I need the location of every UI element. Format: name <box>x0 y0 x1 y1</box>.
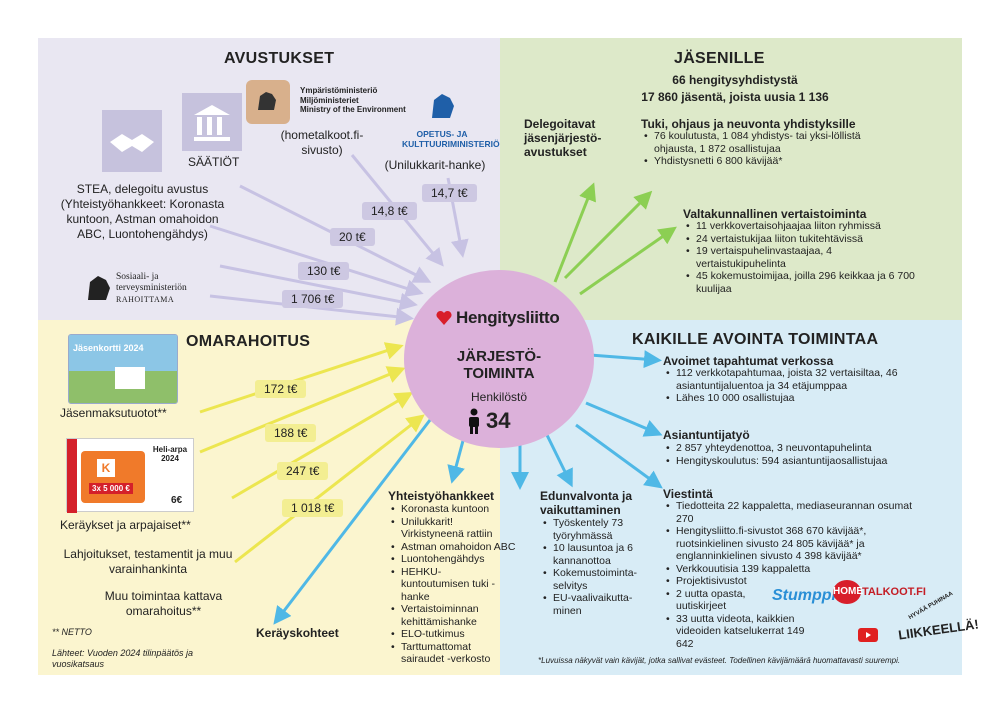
omarahoitus-title: OMARAHOITUS <box>186 333 311 350</box>
hengitysliitto-brand: Hengitysliitto <box>456 308 560 327</box>
list-item: 112 verkkotapahtumaa, joista 32 vertaisi… <box>665 367 925 392</box>
viestinta-title: Viestintä <box>663 487 713 501</box>
list-item: Lähes 10 000 osallistujaa <box>665 392 925 405</box>
hometalkoot-label: (hometalkoot.fi-sivusto) <box>280 128 364 157</box>
okm-logo-text: OPETUS- JA KULTTUURIMINISTERIÖ <box>402 129 500 149</box>
avustukset-title: AVUSTUKSET <box>224 50 335 67</box>
list-item: Koronasta kuntoon <box>390 503 532 516</box>
list-item: Yhdistysnetti 6 800 kävijää* <box>643 155 873 168</box>
kaikille-title: KAIKILLE AVOINTA TOIMINTAA <box>632 331 879 348</box>
amount-keraykset: 188 t€ <box>265 424 317 442</box>
delegoitavat-label: Delegoitavat jäsenjärjestö-avustukset <box>524 117 602 159</box>
list-item: 2 857 yhteydenottoa, 3 neuvontapuhelinta <box>665 442 945 455</box>
list-item: Työskentely 73 työryhmässä <box>542 517 642 542</box>
unilukkarit-label: (Unilukkarit-hanke) <box>384 158 486 172</box>
list-item: Tiedotteita 22 kappaletta, mediaseuranna… <box>665 500 925 525</box>
home-logo: HOME <box>833 580 863 604</box>
viestinta-list: Tiedotteita 22 kappaletta, mediaseuranna… <box>665 500 925 650</box>
list-item: 11 verkkovertaisohjaajaa liiton ryhmissä <box>685 220 915 233</box>
saatiot-label: SÄÄTIÖT <box>188 155 240 169</box>
list-item: EU-vaalivaikutta-minen <box>542 592 642 617</box>
sources-note: Lähteet: Vuoden 2024 tilinpäätös ja vuos… <box>52 648 193 669</box>
handshake-icon <box>102 110 162 172</box>
green-arrows <box>553 182 677 296</box>
lion-crest-icon <box>246 80 290 124</box>
stm-logo-text: Sosiaali- ja terveysministeriön RAHOITTA… <box>116 272 187 304</box>
visitors-footnote: *Luvuissa näkyvät vain kävijät, jotka sa… <box>538 656 901 665</box>
stumppi-logo: Stumppi <box>772 587 836 604</box>
amount-stm: 1 706 t€ <box>282 290 344 308</box>
heart-logo-icon <box>436 310 452 326</box>
list-item: ELO-tutkimus <box>390 628 532 641</box>
list-item: HEHKU-kuntoutumisen tuki -hanke <box>390 566 502 604</box>
netto-note: ** NETTO <box>52 627 92 637</box>
amount-okm: 14,7 t€ <box>422 184 477 202</box>
yhteistyo-title: Yhteistyöhankkeet <box>388 489 495 503</box>
asiantuntija-title: Asiantuntijatyö <box>663 428 750 442</box>
list-item: Verkkouutisia 139 kappaletta <box>665 563 925 576</box>
henkilosto-label: Henkilöstö <box>470 390 528 404</box>
lottery-ticket-image: K 3x 5 000 € Heli-arpa 2024 6€ <box>66 438 194 513</box>
amount-jasenmaksut: 172 t€ <box>255 380 307 398</box>
foundation-building-icon <box>182 93 242 151</box>
lahjoitukset-label: Lahjoitukset, testamentit ja muu varainh… <box>63 547 233 576</box>
tuki-list: 76 koulutusta, 1 084 yhdistys- tai yksi-… <box>643 130 873 168</box>
list-item: Luontohengähdys <box>390 553 532 566</box>
list-item: Kokemustoiminta-selvitys <box>542 567 642 592</box>
stea-label: STEA, delegoitu avustus (Yhteistyöhankke… <box>60 182 225 241</box>
amount-lahjoitukset: 247 t€ <box>277 462 329 480</box>
list-item: Vertaistoiminnan kehittämishanke <box>390 603 495 628</box>
amount-muu: 1 018 t€ <box>282 499 344 517</box>
jasenmaksutuotot-label: Jäsenmaksutuotot** <box>60 406 167 420</box>
asiantuntija-list: 2 857 yhteydenottoa, 3 neuvontapuhelinta… <box>665 442 945 467</box>
okm-lion-icon <box>428 90 458 124</box>
muu-omarahoitus-label: Muu toimintaa kattava omarahoitus** <box>104 589 223 618</box>
list-item: Tarttumattomat sairaudet -verkosto <box>390 641 508 666</box>
list-item: 10 lausuntoa ja 6 kannanottoa <box>542 542 642 567</box>
avoimet-list: 112 verkkotapahtumaa, joista 32 vertaisi… <box>665 367 925 405</box>
ym-logo-text: Ympäristöministeriö Miljöministeriet Min… <box>300 86 406 114</box>
yhteistyo-list: Koronasta kuntoon Unilukkarit! Virkistyn… <box>390 503 532 666</box>
staff-count: 34 <box>486 408 511 433</box>
list-item: Astman omahoidon ABC <box>390 541 532 554</box>
kerayskohteet-label: Keräyskohteet <box>256 626 339 640</box>
membership-card-image: Jäsenkortti 2024 <box>68 334 178 404</box>
vertais-title: Valtakunnallinen vertaistoiminta <box>683 207 867 221</box>
amount-saatiot: 20 t€ <box>330 228 375 246</box>
amount-stea-delegoitu: 130 t€ <box>298 262 350 280</box>
list-item: 24 vertaistukijaa liiton tukitehtävissä <box>685 233 915 246</box>
list-item: 33 uutta videota, kaikkien videoiden kat… <box>665 613 815 651</box>
list-item: 45 kokemustoimijaa, joilla 296 keikkaa j… <box>685 270 915 295</box>
stm-lion-icon <box>84 272 114 306</box>
list-item: Projektisivustot <box>665 575 925 588</box>
person-icon <box>466 408 482 434</box>
yellow-arrows <box>199 342 425 564</box>
edunvalvonta-title: Edunvalvonta ja vaikuttaminen <box>540 489 633 517</box>
list-item: 76 koulutusta, 1 084 yhdistys- tai yksi-… <box>643 130 873 155</box>
jasenet-count: 17 860 jäsentä, joista uusia 1 136 <box>641 90 829 104</box>
list-item: Hengityskoulutus: 594 asiantuntijaosalli… <box>665 455 945 468</box>
jasenille-title: JÄSENILLE <box>674 50 765 67</box>
list-item: 19 vertaispuhelinvastaajaa, 4 vertaistuk… <box>685 245 915 270</box>
blue-arrows <box>273 350 663 625</box>
youtube-icon <box>858 628 878 642</box>
jarjestotoiminta-title: JÄRJESTÖ- TOIMINTA <box>456 348 542 382</box>
amount-ym: 14,8 t€ <box>362 202 417 220</box>
yhdistykset-count: 66 hengitysyhdistystä <box>672 73 798 87</box>
talkoot-logo: TALKOOT.FI <box>862 586 926 598</box>
list-item: Unilukkarit! Virkistyneenä rattiin <box>390 516 500 541</box>
list-item: Hengitysliitto.fi-sivustot 368 670 kävij… <box>665 525 925 563</box>
keraykset-label: Keräykset ja arpajaiset** <box>60 518 191 532</box>
vertais-list: 11 verkkovertaisohjaajaa liiton ryhmissä… <box>685 220 915 295</box>
list-item: 2 uutta opasta, uutiskirjeet <box>665 588 770 613</box>
edunvalvonta-list: Työskentely 73 työryhmässä 10 lausuntoa … <box>542 517 642 617</box>
avoimet-title: Avoimet tapahtumat verkossa <box>663 354 834 368</box>
jarjestotoiminta-circle <box>404 270 594 448</box>
tuki-title: Tuki, ohjaus ja neuvonta yhdistyksille <box>641 117 856 131</box>
